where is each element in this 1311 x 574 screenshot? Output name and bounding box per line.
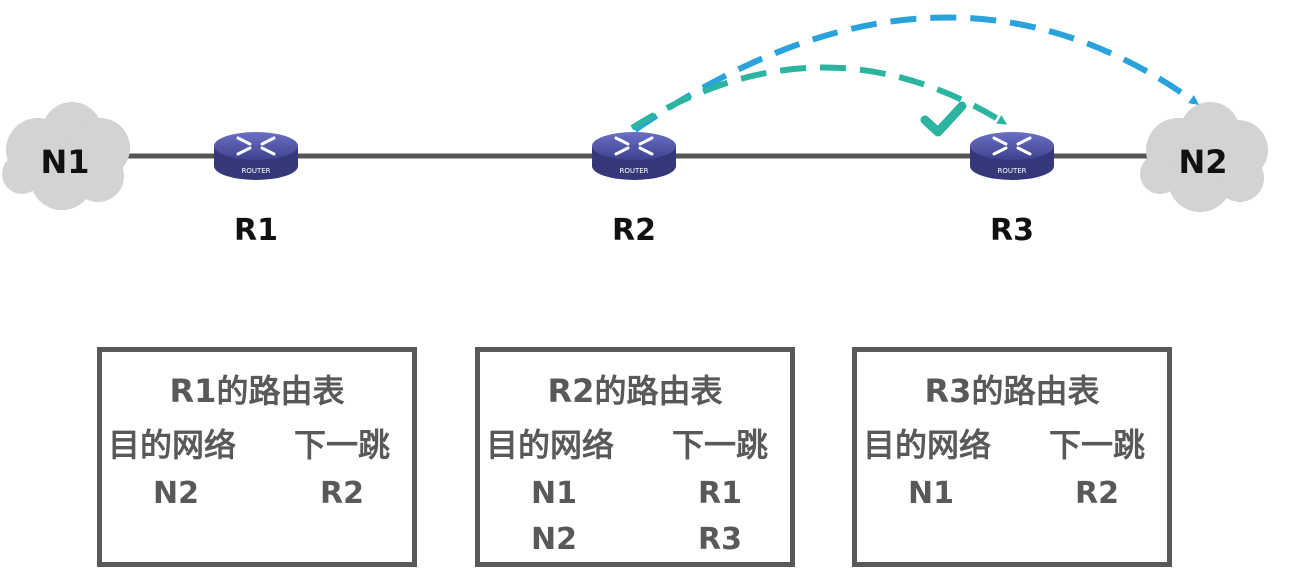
router-label-r1: R1	[234, 213, 278, 248]
router-icon: ROUTER	[214, 132, 298, 180]
cloud-n1-icon	[2, 102, 130, 210]
table-cell-next-hop: R2	[1075, 476, 1119, 511]
column-header-destination: 目的网络	[108, 426, 237, 464]
router-icon: ROUTER	[970, 132, 1054, 180]
table-cell-next-hop: R3	[698, 522, 742, 557]
route-arrow-green	[630, 64, 1008, 131]
cloud-n2-icon	[1140, 102, 1268, 212]
column-header-destination: 目的网络	[486, 426, 615, 464]
column-header-next-hop: 下一跳	[294, 426, 391, 464]
router-label-r3: R3	[990, 213, 1034, 248]
table-cell-destination: N1	[908, 476, 954, 511]
routing-table-r1: R1的路由表 目的网络 下一跳 N2 R2	[97, 347, 417, 567]
router-badge: ROUTER	[241, 167, 270, 175]
router-label-r2: R2	[612, 213, 656, 248]
router-icon: ROUTER	[592, 132, 676, 180]
table-cell-destination: N2	[153, 476, 199, 511]
routing-table-title: R2的路由表	[547, 372, 723, 410]
routing-table-r3: R3的路由表 目的网络 下一跳 N1 R2	[852, 347, 1172, 567]
table-cell-next-hop: R2	[320, 476, 364, 511]
column-header-next-hop: 下一跳	[672, 426, 769, 464]
router-badge: ROUTER	[997, 167, 1026, 175]
column-header-destination: 目的网络	[863, 426, 992, 464]
checkmark-icon	[920, 101, 967, 137]
table-cell-destination: N2	[531, 522, 577, 557]
routing-table-title: R1的路由表	[169, 372, 345, 410]
router-badge: ROUTER	[619, 167, 648, 175]
table-cell-destination: N1	[531, 476, 577, 511]
table-cell-next-hop: R1	[698, 476, 742, 511]
routing-table-title: R3的路由表	[924, 372, 1100, 410]
route-arrow-blue	[633, 14, 1200, 133]
column-header-next-hop: 下一跳	[1049, 426, 1146, 464]
network-label-n1: N1	[40, 143, 90, 181]
routing-table-r2: R2的路由表 目的网络 下一跳 N1 R1 N2 R3	[475, 347, 795, 567]
network-label-n2: N2	[1178, 143, 1228, 181]
